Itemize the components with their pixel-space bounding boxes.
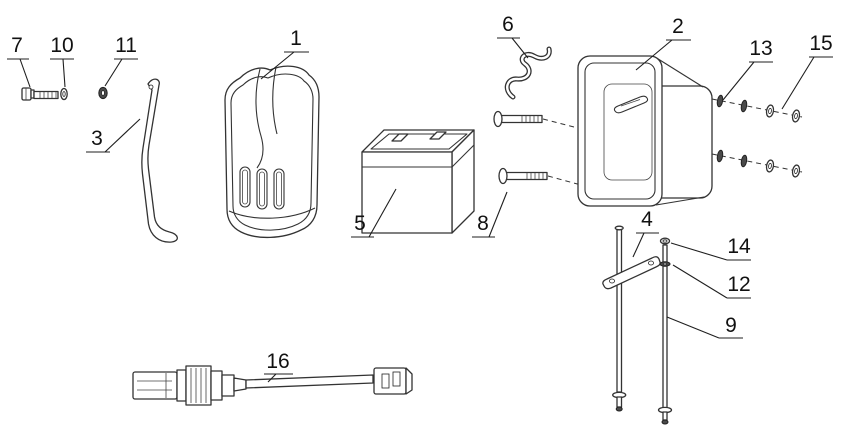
callout-14: 14 xyxy=(670,235,751,261)
part-label-3: 3 xyxy=(91,127,103,150)
part-label-12: 12 xyxy=(727,273,750,296)
leader-line-11 xyxy=(104,58,138,87)
part-retainer-clip xyxy=(504,46,552,100)
part-label-7: 7 xyxy=(11,34,23,57)
part-label-11: 11 xyxy=(115,34,137,57)
callout-5: 5 xyxy=(351,188,397,238)
part-label-13: 13 xyxy=(749,37,772,60)
part-battery-cover xyxy=(224,65,320,239)
leader-line-8 xyxy=(472,191,508,238)
leader-line-3 xyxy=(86,118,141,153)
part-washer-small xyxy=(60,87,68,101)
leader-line-14 xyxy=(670,242,751,261)
part-hex-bolt xyxy=(21,87,59,101)
part-bracket-strap xyxy=(141,78,178,243)
part-cable-assembly xyxy=(132,365,413,406)
part-hardware-top-row xyxy=(711,94,803,123)
part-retainer-strap xyxy=(602,256,661,290)
leader-line-10 xyxy=(50,58,74,88)
callout-4: 4 xyxy=(632,208,659,258)
leader-line-15 xyxy=(781,56,833,110)
part-carriage-bolts xyxy=(493,110,582,186)
part-battery-box xyxy=(577,55,713,207)
callout-12: 12 xyxy=(672,264,751,299)
part-holddown-rods xyxy=(612,225,673,425)
leader-line-6 xyxy=(497,37,529,59)
part-label-15: 15 xyxy=(809,32,832,55)
callout-15: 15 xyxy=(781,32,833,110)
part-label-16: 16 xyxy=(266,350,289,373)
part-grommet-washer xyxy=(98,86,108,100)
callout-8: 8 xyxy=(472,191,508,238)
leader-line-9 xyxy=(666,316,743,339)
part-rod-washer xyxy=(659,261,671,267)
part-label-4: 4 xyxy=(641,208,653,231)
part-battery xyxy=(361,129,475,234)
part-label-1: 1 xyxy=(290,27,302,50)
part-label-6: 6 xyxy=(502,13,514,36)
leader-line-5 xyxy=(351,188,397,238)
part-label-9: 9 xyxy=(725,314,737,337)
callout-9: 9 xyxy=(666,314,743,339)
part-label-10: 10 xyxy=(50,34,73,57)
leader-line-7 xyxy=(7,58,31,88)
part-label-5: 5 xyxy=(354,212,366,235)
leader-line-16 xyxy=(264,373,293,383)
part-hardware-bottom-row xyxy=(711,149,803,178)
callout-10: 10 xyxy=(50,34,74,88)
callout-3: 3 xyxy=(86,118,141,153)
leader-line-2 xyxy=(635,39,691,71)
leader-line-13 xyxy=(722,61,773,101)
callout-6: 6 xyxy=(497,13,529,59)
leader-line-12 xyxy=(672,264,751,299)
leader-line-4 xyxy=(632,232,659,258)
callout-1: 1 xyxy=(260,27,309,80)
callouts: 1 2 3 4 5 6 7 8 xyxy=(7,13,833,383)
callout-13: 13 xyxy=(722,37,773,101)
part-label-2: 2 xyxy=(672,15,684,38)
part-rod-nut xyxy=(659,237,671,245)
leader-line-1 xyxy=(260,51,309,80)
part-label-14: 14 xyxy=(727,235,751,258)
callout-2: 2 xyxy=(635,15,691,71)
part-label-8: 8 xyxy=(477,212,489,235)
callout-7: 7 xyxy=(7,34,31,88)
callout-11: 11 xyxy=(104,34,138,87)
callout-16: 16 xyxy=(264,350,293,383)
